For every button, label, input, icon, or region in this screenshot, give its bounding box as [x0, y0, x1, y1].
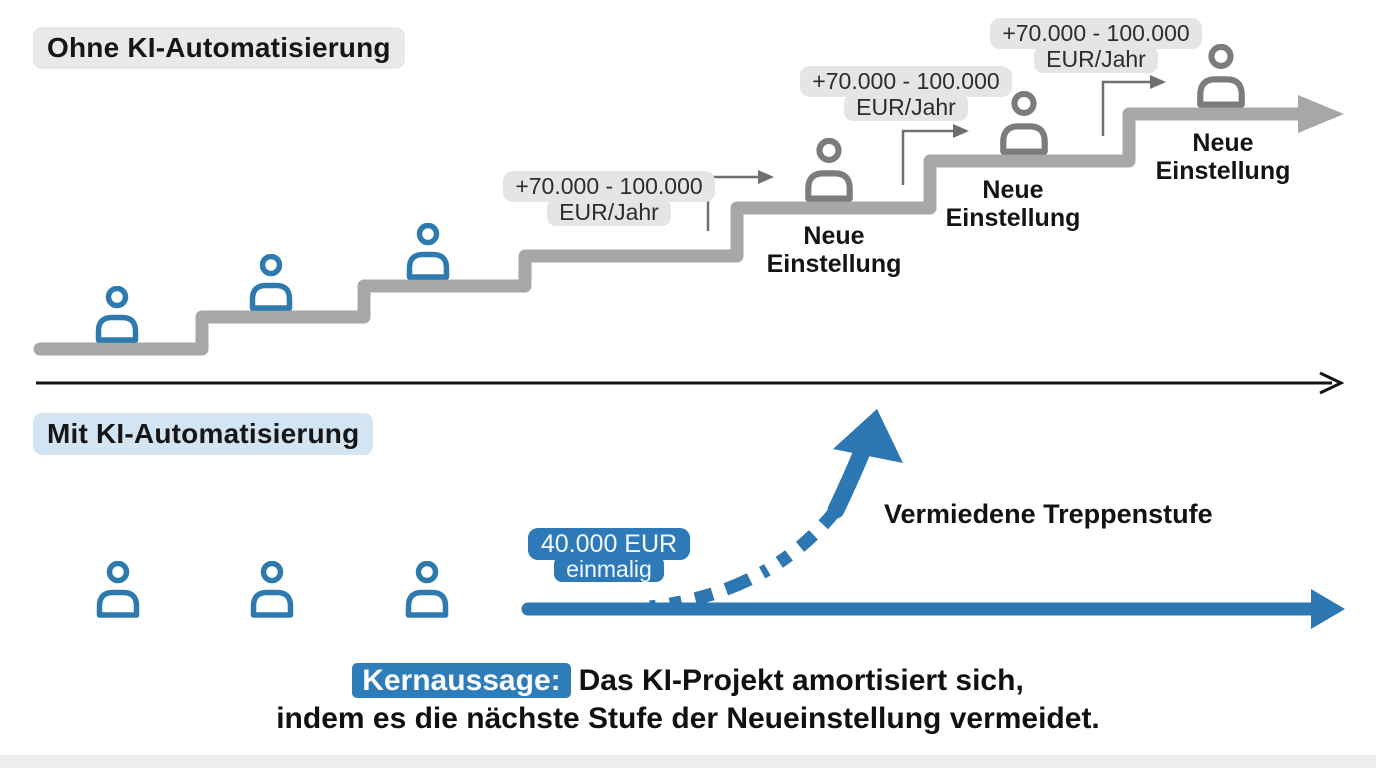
section-title-without-ai: Ohne KI-Automatisierung [33, 27, 405, 69]
cost-badge-unit: EUR/Jahr [547, 199, 671, 226]
avoided-step-label: Vermiedene Treppenstufe [884, 499, 1213, 529]
section-title-with-ai: Mit KI-Automatisierung [33, 413, 374, 455]
person-icon [253, 257, 290, 309]
cost-badge-unit: EUR/Jahr [1034, 46, 1158, 73]
cost-badge-amount: +70.000 - 100.000 [800, 66, 1012, 97]
person-icon [410, 226, 447, 278]
new-hire-label: Neue Einstellung [1155, 129, 1291, 185]
divider-arrow [36, 371, 1345, 395]
cost-badge-amount: +70.000 - 100.000 [503, 171, 715, 202]
growth-arrowhead-icon [833, 409, 903, 463]
flat-timeline-arrow [521, 589, 1345, 629]
key-message: Kernaussage:Das KI-Projekt amortisiert s… [0, 662, 1376, 738]
key-message-highlight: Kernaussage: [352, 663, 571, 698]
person-icon [99, 289, 136, 341]
person-icon [100, 564, 137, 616]
bottom-strip [0, 755, 1376, 768]
new-hire-person-icon [1003, 94, 1044, 152]
cost-badge: +70.000 - 100.000 EUR/Jahr [800, 66, 1012, 121]
one-time-cost-unit: einmalig [554, 556, 664, 582]
cost-badge-amount: +70.000 - 100.000 [990, 18, 1202, 49]
avoided-step-arrow [649, 409, 903, 614]
cost-badge: +70.000 - 100.000 EUR/Jahr [990, 18, 1202, 73]
staircase-arrowhead-icon [1298, 95, 1344, 133]
one-time-cost-badge: 40.000 EUR einmalig [509, 528, 709, 582]
key-message-line1-rest: Das KI-Projekt amortisiert sich, [578, 664, 1024, 697]
new-hire-person-icon [808, 141, 849, 199]
cost-badge-unit: EUR/Jahr [844, 94, 968, 121]
person-icon [254, 564, 291, 616]
key-message-line1: Kernaussage:Das KI-Projekt amortisiert s… [0, 662, 1376, 700]
timeline-arrowhead-icon [1311, 589, 1345, 629]
divider-arrowhead-icon [1319, 371, 1345, 395]
cost-badge: +70.000 - 100.000 EUR/Jahr [503, 171, 715, 226]
person-icon [409, 564, 446, 616]
new-hire-label: Neue Einstellung [766, 222, 902, 278]
connector-arrowhead-icon [953, 124, 969, 138]
new-hire-label: Neue Einstellung [945, 176, 1081, 232]
connector-arrowhead-icon [758, 170, 774, 184]
connector-arrowhead-icon [1150, 75, 1166, 89]
new-hire-person-icon [1200, 47, 1241, 105]
one-time-cost-amount: 40.000 EUR [527, 528, 691, 560]
staircase-shape [33, 95, 1344, 356]
key-message-line2: indem es die nächste Stufe der Neueinste… [276, 702, 1100, 735]
